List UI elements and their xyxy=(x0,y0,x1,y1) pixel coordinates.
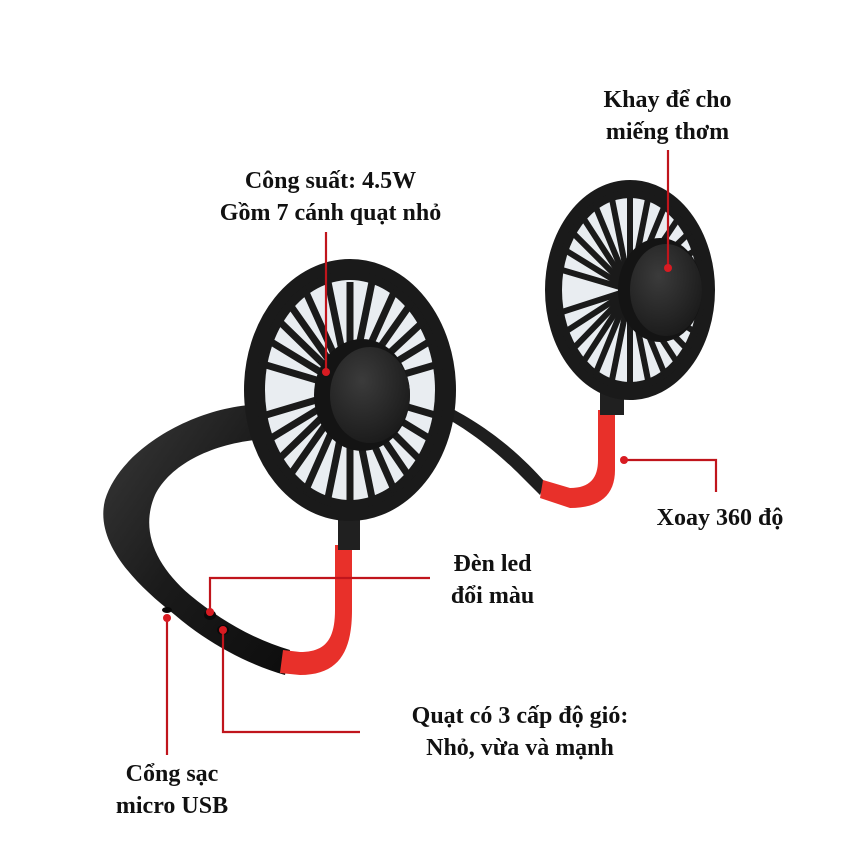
right-fan-hub xyxy=(630,244,702,336)
label-line: đổi màu xyxy=(450,583,535,609)
label-line: Quạt có 3 cấp độ gió: xyxy=(411,703,629,729)
label-fan-speed: Quạt có 3 cấp độ gió: Nhỏ, vừa và mạnh xyxy=(365,700,675,764)
label-line: Công suất: 4.5W xyxy=(244,168,417,194)
label-line: Cổng sạc xyxy=(125,761,219,787)
label-aroma-tray: Khay để cho miếng thơm xyxy=(580,84,755,148)
label-line: Khay để cho xyxy=(603,87,732,113)
left-fan-hub xyxy=(330,347,410,443)
label-line: Xoay 360 độ xyxy=(656,505,784,531)
label-usb-port: Cổng sạc micro USB xyxy=(92,758,252,822)
callout-dots xyxy=(163,264,672,634)
label-power: Công suất: 4.5W Gồm 7 cánh quạt nhỏ xyxy=(188,165,473,229)
left-fan xyxy=(244,259,456,521)
label-line: Đèn led xyxy=(453,551,532,577)
label-led: Đèn led đổi màu xyxy=(430,548,555,612)
right-flex-neck xyxy=(540,410,615,508)
label-line: miếng thơm xyxy=(605,119,730,145)
label-rotate-360: Xoay 360 độ xyxy=(630,502,810,534)
label-line: micro USB xyxy=(115,793,229,819)
neckband-body xyxy=(103,405,545,675)
label-line: Nhỏ, vừa và mạnh xyxy=(426,735,614,761)
usb-port xyxy=(162,607,172,613)
left-flex-neck xyxy=(280,545,352,675)
right-fan xyxy=(545,180,715,400)
callout-lines xyxy=(165,150,718,755)
label-line: Gồm 7 cánh quạt nhỏ xyxy=(219,200,442,226)
